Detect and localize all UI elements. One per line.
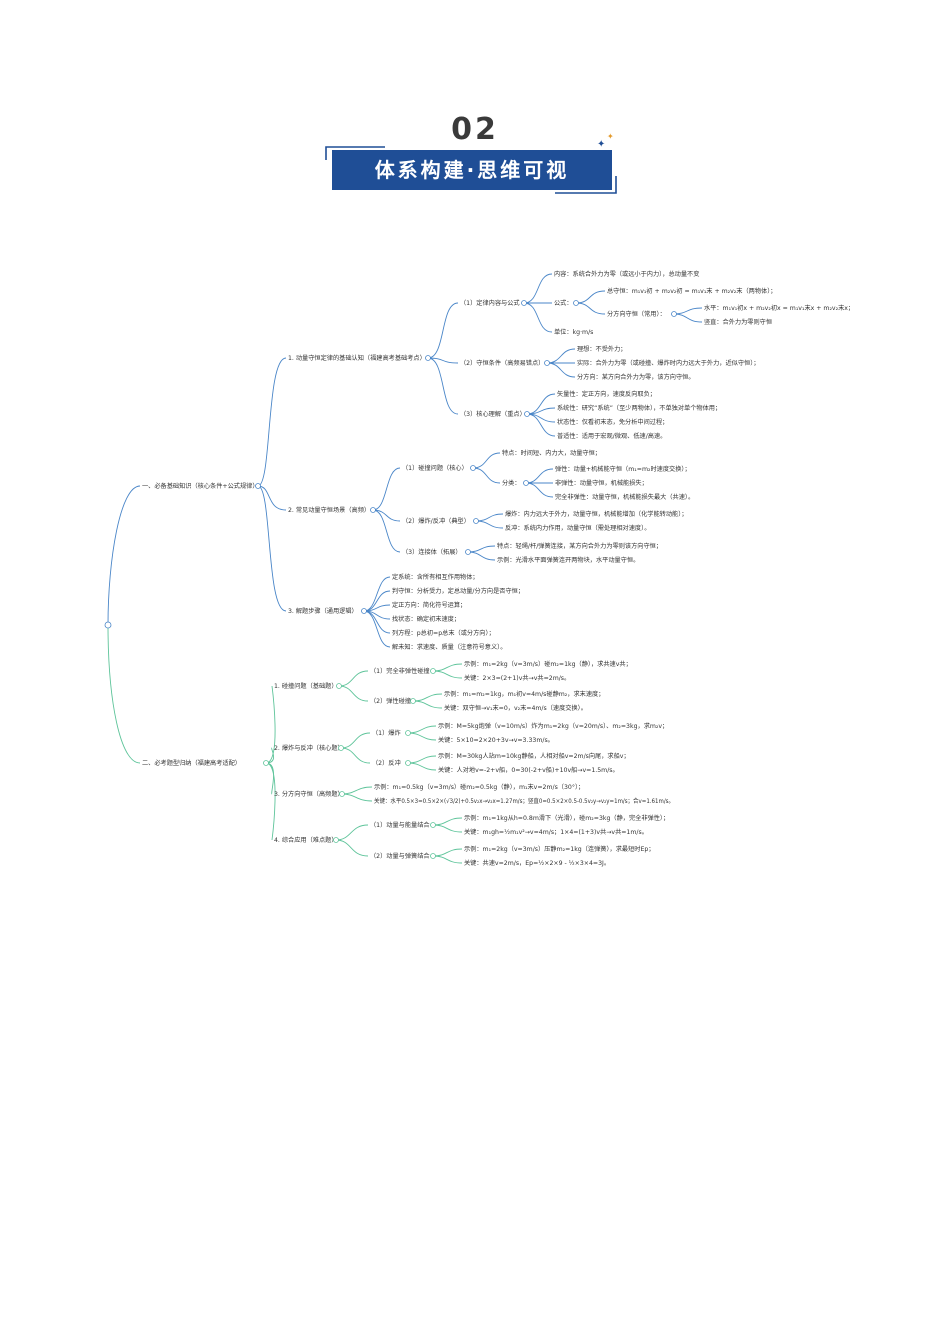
- node-explosion-problem: （1）爆炸: [372, 729, 401, 737]
- leaf-inelastic: 非弹性：动量守恒，机械能损失；: [555, 479, 648, 487]
- node-elastic-collision-collapse[interactable]: [410, 698, 416, 704]
- node-connected-collapse[interactable]: [465, 549, 471, 555]
- banner-frame: [325, 146, 617, 194]
- node-sec1-n1-a-collapse[interactable]: [521, 300, 527, 306]
- node-sec2: 二、必考题型归纳（福建高考适配）: [142, 759, 241, 767]
- node-recoil-problem: （2）反冲: [372, 759, 401, 767]
- node-perfect-inelastic-collision: （1）完全非弹性碰撞: [370, 667, 430, 675]
- leaf-unit: 单位：kg·m/s: [554, 328, 593, 336]
- leaf-key: 关键：人对地v=-2+v船，0=30(-2+v船)+10v船→v=1.5m/s。: [438, 766, 619, 774]
- node-classify-collapse[interactable]: [523, 480, 529, 486]
- node-sec1-n1-collapse[interactable]: [425, 355, 431, 361]
- leaf-step-2: 判守恒：分析受力，定总动量/分方向是否守恒；: [392, 587, 524, 595]
- node-sec1-n1-c-collapse[interactable]: [524, 411, 530, 417]
- node-explosion-problem-collapse[interactable]: [405, 730, 411, 736]
- sparkle-star-icon: ✦: [597, 139, 606, 150]
- leaf-horizontal: 水平：m₁v₁初x + m₂v₂初x = m₁v₁末x + m₂v₂末x；: [704, 304, 854, 312]
- leaf-total-conservation: 总守恒：m₁v₁初 + m₂v₂初 = m₁v₁末 + m₂v₂末（两物体）；: [607, 287, 776, 295]
- node-collision: （1）碰撞问题（核心）: [402, 464, 468, 472]
- node-sec1-n2: 2. 常见动量守恒场景（高频）: [288, 506, 370, 514]
- leaf-content: 内容：系统合外力为零（或远小于内力），总动量不变: [554, 270, 699, 278]
- leaf-perfect-inelastic: 完全非弹性：动量守恒，机械能损失最大（共速）。: [555, 493, 694, 501]
- leaf-step-3: 定正方向：简化符号运算；: [392, 601, 466, 609]
- leaf-example: 示例：m₁=2kg（v=3m/s）碰m₂=1kg（静），求共速v共；: [464, 660, 632, 668]
- node-sec1-n1-b: （2）守恒条件（高频易错点）: [460, 359, 544, 367]
- leaf-example: 示例：m₁=0.5kg（v=3m/s）碰m₂=0.5kg（静），m₁末v=2m/…: [374, 783, 584, 791]
- leaf-example: 示例：m₁=1kg从h=0.8m滑下（光滑），碰m₂=3kg（静，完全非弹性）；: [464, 814, 669, 822]
- node-sec2-n1: 1. 碰撞问题（基础题）: [274, 682, 338, 690]
- node-collision-collapse[interactable]: [470, 465, 476, 471]
- node-sec2-n4-collapse[interactable]: [333, 837, 339, 843]
- leaf-key: 关键：m₁gh=½m₁v²→v=4m/s；1×4=(1+3)v共→v共=1m/s…: [464, 828, 648, 836]
- leaf-recoil: 反冲：系统内力作用，动量守恒（需处理相对速度）。: [505, 524, 650, 532]
- node-directional-collapse[interactable]: [671, 311, 677, 317]
- leaf-connected-example: 示例：光滑水平面弹簧连开两物块，水平动量守恒。: [497, 556, 639, 564]
- leaf-vertical: 竖直：合外力为零则守恒: [704, 318, 772, 326]
- node-sec1-n1-b-collapse[interactable]: [544, 360, 550, 366]
- node-sec1-n1: 1. 动量守恒定律的基础认知（福建高考基础考点）: [288, 354, 426, 362]
- connectors-section-2: [107, 624, 463, 864]
- node-formula-collapse[interactable]: [573, 300, 579, 306]
- node-sec1-collapse[interactable]: [255, 483, 261, 489]
- sparkle-small-star-icon: ✦: [607, 132, 614, 141]
- node-recoil-problem-collapse[interactable]: [405, 760, 411, 766]
- node-perfect-inelastic-collapse[interactable]: [430, 668, 436, 674]
- node-sec2-n3: 3. 分方向守恒（高频题）: [274, 790, 344, 798]
- node-elastic-collision: （2）弹性碰撞: [370, 697, 411, 705]
- root-node-dot[interactable]: [104, 621, 112, 629]
- leaf-general: 普适性：适用于宏观/微观、低速/高速。: [557, 432, 666, 440]
- node-momentum-spring: （2）动量与弹簧结合: [370, 852, 430, 860]
- node-sec2-n4: 4. 综合应用（难点题）: [274, 836, 338, 844]
- leaf-elastic: 弹性：动量+机械能守恒（m₁=m₂时速度交换）；: [555, 465, 691, 473]
- leaf-example: 示例：M=30kg人站m=10kg静船，人相对船v=2m/s向尾，求船v；: [438, 752, 630, 760]
- leaf-step-4: 找状态：确定初末速度；: [392, 615, 460, 623]
- leaf-step-5: 列方程：p总初=p总末（或分方向）；: [392, 629, 495, 637]
- leaf-example: 示例：M=5kg炮弹（v=10m/s）炸为m₁=2kg（v=20m/s）、m₂=…: [438, 722, 668, 730]
- leaf-vector: 矢量性：定正方向，速度反向取负；: [557, 390, 656, 398]
- node-sec1-n2-collapse[interactable]: [370, 507, 376, 513]
- leaf-ideal: 理想：不受外力；: [577, 345, 627, 353]
- node-explosion-collapse[interactable]: [473, 518, 479, 524]
- leaf-explode: 爆炸：内力远大于外力，动量守恒，机械能增加（化学能转动能）；: [505, 510, 688, 518]
- section-title-banner: 体系构建·思维可视: [332, 150, 612, 190]
- node-directional-conservation: 分方向守恒（常用）：: [607, 310, 666, 318]
- leaf-key: 关键：5×10=2×20+3v→v=3.33m/s。: [438, 736, 554, 744]
- leaf-actual: 实际：合外力为零（或碰撞、爆炸时内力远大于外力，近似守恒）；: [577, 359, 760, 367]
- node-sec1-n1-a: （1）定律内容与公式: [460, 299, 520, 307]
- node-sec1: 一、必备基础知识（核心条件+公式规律）: [142, 482, 259, 490]
- connectors-section-1: [107, 273, 703, 648]
- node-formula: 公式：: [554, 299, 573, 307]
- leaf-example: 示例：m₁=2kg（v=3m/s）压静m₂=1kg（连弹簧），求最短时Ep；: [464, 845, 655, 853]
- node-sec2-n2: 2. 爆炸与反冲（核心题）: [274, 744, 344, 752]
- node-sec2-collapse[interactable]: [263, 760, 269, 766]
- leaf-step-6: 解未知：求速度、质量（注意符号意义）。: [392, 643, 506, 651]
- node-sec1-n3-collapse[interactable]: [361, 608, 367, 614]
- node-sec2-n3-collapse[interactable]: [339, 791, 345, 797]
- leaf-key: 关键：双守恒→v₁末=0，v₂末=4m/s（速度交换）。: [444, 704, 587, 712]
- node-sec1-n1-c: （3）核心理解（重点）: [460, 410, 526, 418]
- node-sec2-n2-collapse[interactable]: [338, 745, 344, 751]
- leaf-state: 状态性：仅看初末态，免分析中间过程；: [557, 418, 668, 426]
- leaf-key: 关键：水平0.5×3=0.5×2×(√3/2)+0.5v₂x→v₂x=1.27m…: [374, 797, 674, 805]
- leaf-partial: 分方向：某方向合外力为零，该方向守恒。: [577, 373, 695, 381]
- leaf-key: 关键：2×3=(2+1)v共→v共=2m/s。: [464, 674, 570, 682]
- node-collision-classify: 分类：: [502, 479, 521, 487]
- leaf-step-1: 定系统：含所有相互作用物体；: [392, 573, 479, 581]
- leaf-system: 系统性：研究“系统”（至少两物体），不单独对单个物体用；: [557, 404, 721, 412]
- leaf-collision-feature: 特点：时间短、内力大，动量守恒；: [502, 449, 601, 457]
- section-number: 02: [451, 112, 499, 147]
- node-sec1-n3: 3. 解题步骤（通用逻辑）: [288, 607, 358, 615]
- node-sec2-n1-collapse[interactable]: [336, 683, 342, 689]
- node-explosion: （2）爆炸/反冲（典型）: [402, 517, 470, 525]
- node-momentum-energy: （1）动量与能量结合: [370, 821, 430, 829]
- leaf-connected-feature: 特点：轻绳/杆/弹簧连接，某方向合外力为零则该方向守恒；: [497, 542, 662, 550]
- node-connected: （3）连接体（拓展）: [402, 548, 462, 556]
- node-momentum-spring-collapse[interactable]: [430, 853, 436, 859]
- leaf-example: 示例：m₁=m₂=1kg，m₁初v=4m/s碰静m₂，求末速度；: [444, 690, 604, 698]
- node-momentum-energy-collapse[interactable]: [430, 822, 436, 828]
- leaf-key: 关键：共速v=2m/s，Ep=½×2×9 - ½×3×4=3J。: [464, 859, 610, 867]
